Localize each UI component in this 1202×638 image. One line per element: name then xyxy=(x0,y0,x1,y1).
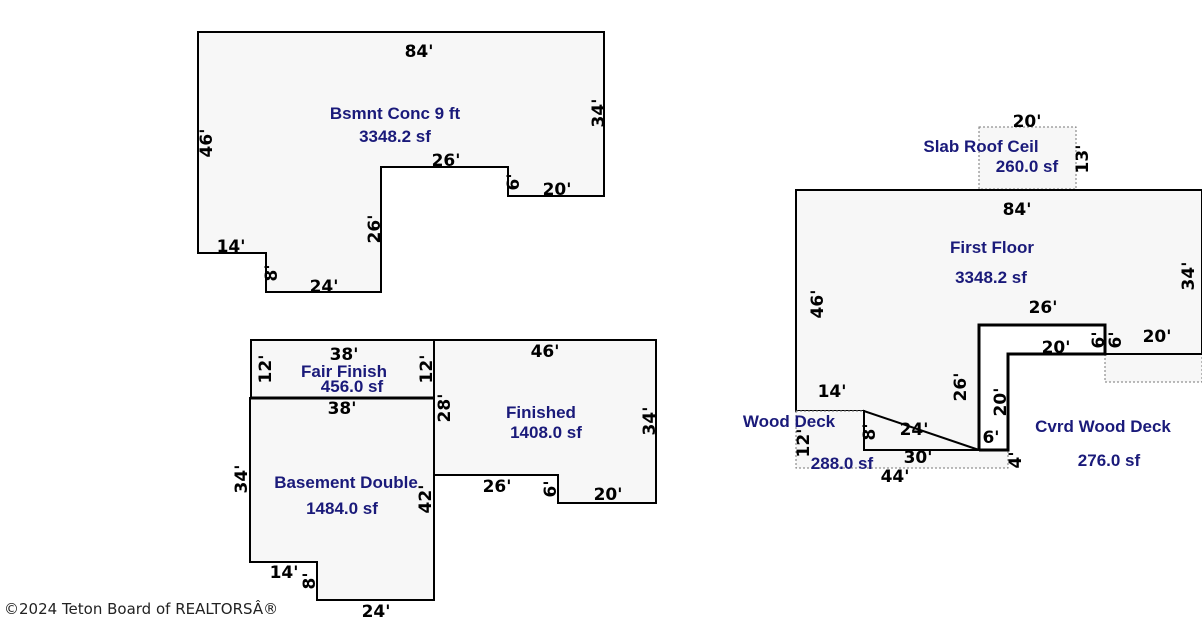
dim-label: 26' xyxy=(951,373,971,402)
dim-label: 8' xyxy=(262,264,282,281)
bsmnt-conc-area: Bsmnt Conc 9 ft 3348.2 sf 84' 34' 46' 26… xyxy=(197,31,609,297)
dim-label: 14' xyxy=(217,237,246,257)
slab-roof-sf: 260.0 sf xyxy=(996,157,1059,176)
fair-finish-label: Fair Finish xyxy=(301,362,387,381)
dim-label: 84' xyxy=(405,42,434,62)
slab-roof-label: Slab Roof Ceil xyxy=(923,137,1038,156)
dim-label: 20' xyxy=(1013,112,1042,132)
fair-finish-area: Fair Finish 456.0 sf 38' 12' 12' xyxy=(250,339,437,399)
dim-label: 8' xyxy=(860,423,880,440)
first-floor-label: First Floor xyxy=(950,238,1034,257)
dim-label: 46' xyxy=(531,342,560,362)
dim-label: 12' xyxy=(256,355,276,384)
dim-label: 6' xyxy=(1089,331,1109,348)
basement-double-sf: 1484.0 sf xyxy=(306,499,378,518)
dim-label: 13' xyxy=(1073,145,1093,174)
dim-label: 38' xyxy=(328,399,357,419)
dim-label: 38' xyxy=(330,345,359,365)
basement-double-label: Basement Double xyxy=(274,473,418,492)
first-floor-area: First Floor 3348.2 sf 84' 34' 46' 26' 6'… xyxy=(743,189,1202,487)
dim-label: 46' xyxy=(197,129,217,158)
dim-label: 34' xyxy=(1179,262,1199,291)
dim-label: 14' xyxy=(270,563,299,583)
dim-label: 44' xyxy=(881,467,910,487)
slab-roof-outline xyxy=(978,126,1077,190)
dim-label: 20' xyxy=(991,388,1011,417)
dim-label: 6' xyxy=(1106,331,1126,348)
dim-label: 14' xyxy=(818,382,847,402)
dim-label: 24' xyxy=(900,420,929,440)
dim-label: 20' xyxy=(1143,327,1172,347)
dim-label: 20' xyxy=(543,180,572,200)
dim-label: 4' xyxy=(1006,451,1026,468)
dim-label: 26' xyxy=(432,151,461,171)
wood-deck-sf: 288.0 sf xyxy=(811,454,874,473)
fair-finish-sf: 456.0 sf xyxy=(321,377,384,396)
bsmnt-conc-label: Bsmnt Conc 9 ft xyxy=(330,104,461,123)
finished-label: Finished xyxy=(506,403,576,422)
dim-label: 20' xyxy=(594,485,623,505)
finished-sf: 1408.0 sf xyxy=(510,423,582,442)
cvrd-deck-wall xyxy=(977,323,1107,452)
dim-label: 34' xyxy=(232,465,252,494)
dim-label: 6' xyxy=(504,173,524,190)
dim-label: 46' xyxy=(808,290,828,319)
cvrd-deck-extension xyxy=(1104,353,1202,383)
dim-label: 6' xyxy=(541,480,561,497)
first-floor-sf: 3348.2 sf xyxy=(955,268,1027,287)
dim-label: 12' xyxy=(794,429,814,458)
dim-label: 24' xyxy=(310,277,339,297)
dim-label: 30' xyxy=(904,448,933,468)
cvrd-wood-deck-sf: 276.0 sf xyxy=(1078,451,1141,470)
basement-double-area: Basement Double 1484.0 sf 38' 34' 42' 14… xyxy=(232,396,436,622)
fair-finish-outline xyxy=(250,339,435,399)
copyright-notice: ©2024 Teton Board of REALTORSÂ® xyxy=(4,600,279,618)
dim-label: 8' xyxy=(300,572,320,589)
bsmnt-conc-sf: 3348.2 sf xyxy=(359,127,431,146)
cvrd-wood-deck-label: Cvrd Wood Deck xyxy=(1035,417,1171,436)
finished-area: Finished 1408.0 sf 46' 28' 34' 26' 6' 20… xyxy=(433,339,660,505)
dim-label: 26' xyxy=(483,477,512,497)
dim-label: 34' xyxy=(640,407,660,436)
dim-label: 42' xyxy=(416,485,436,514)
dim-label: 6' xyxy=(982,428,999,448)
dim-label: 12' xyxy=(417,355,437,384)
dim-label: 84' xyxy=(1003,200,1032,220)
wood-deck-label: Wood Deck xyxy=(743,412,836,431)
slab-roof-area: Slab Roof Ceil 260.0 sf 20' 13' xyxy=(923,112,1093,190)
dim-label: 26' xyxy=(365,215,385,244)
dim-label: 34' xyxy=(589,99,609,128)
bsmnt-conc-outline xyxy=(197,31,605,293)
dim-label: 28' xyxy=(435,394,455,423)
dim-label: 26' xyxy=(1029,298,1058,318)
dim-label: 20' xyxy=(1042,338,1071,358)
first-floor-outline-redraw xyxy=(863,409,980,451)
dim-label: 24' xyxy=(362,602,391,622)
